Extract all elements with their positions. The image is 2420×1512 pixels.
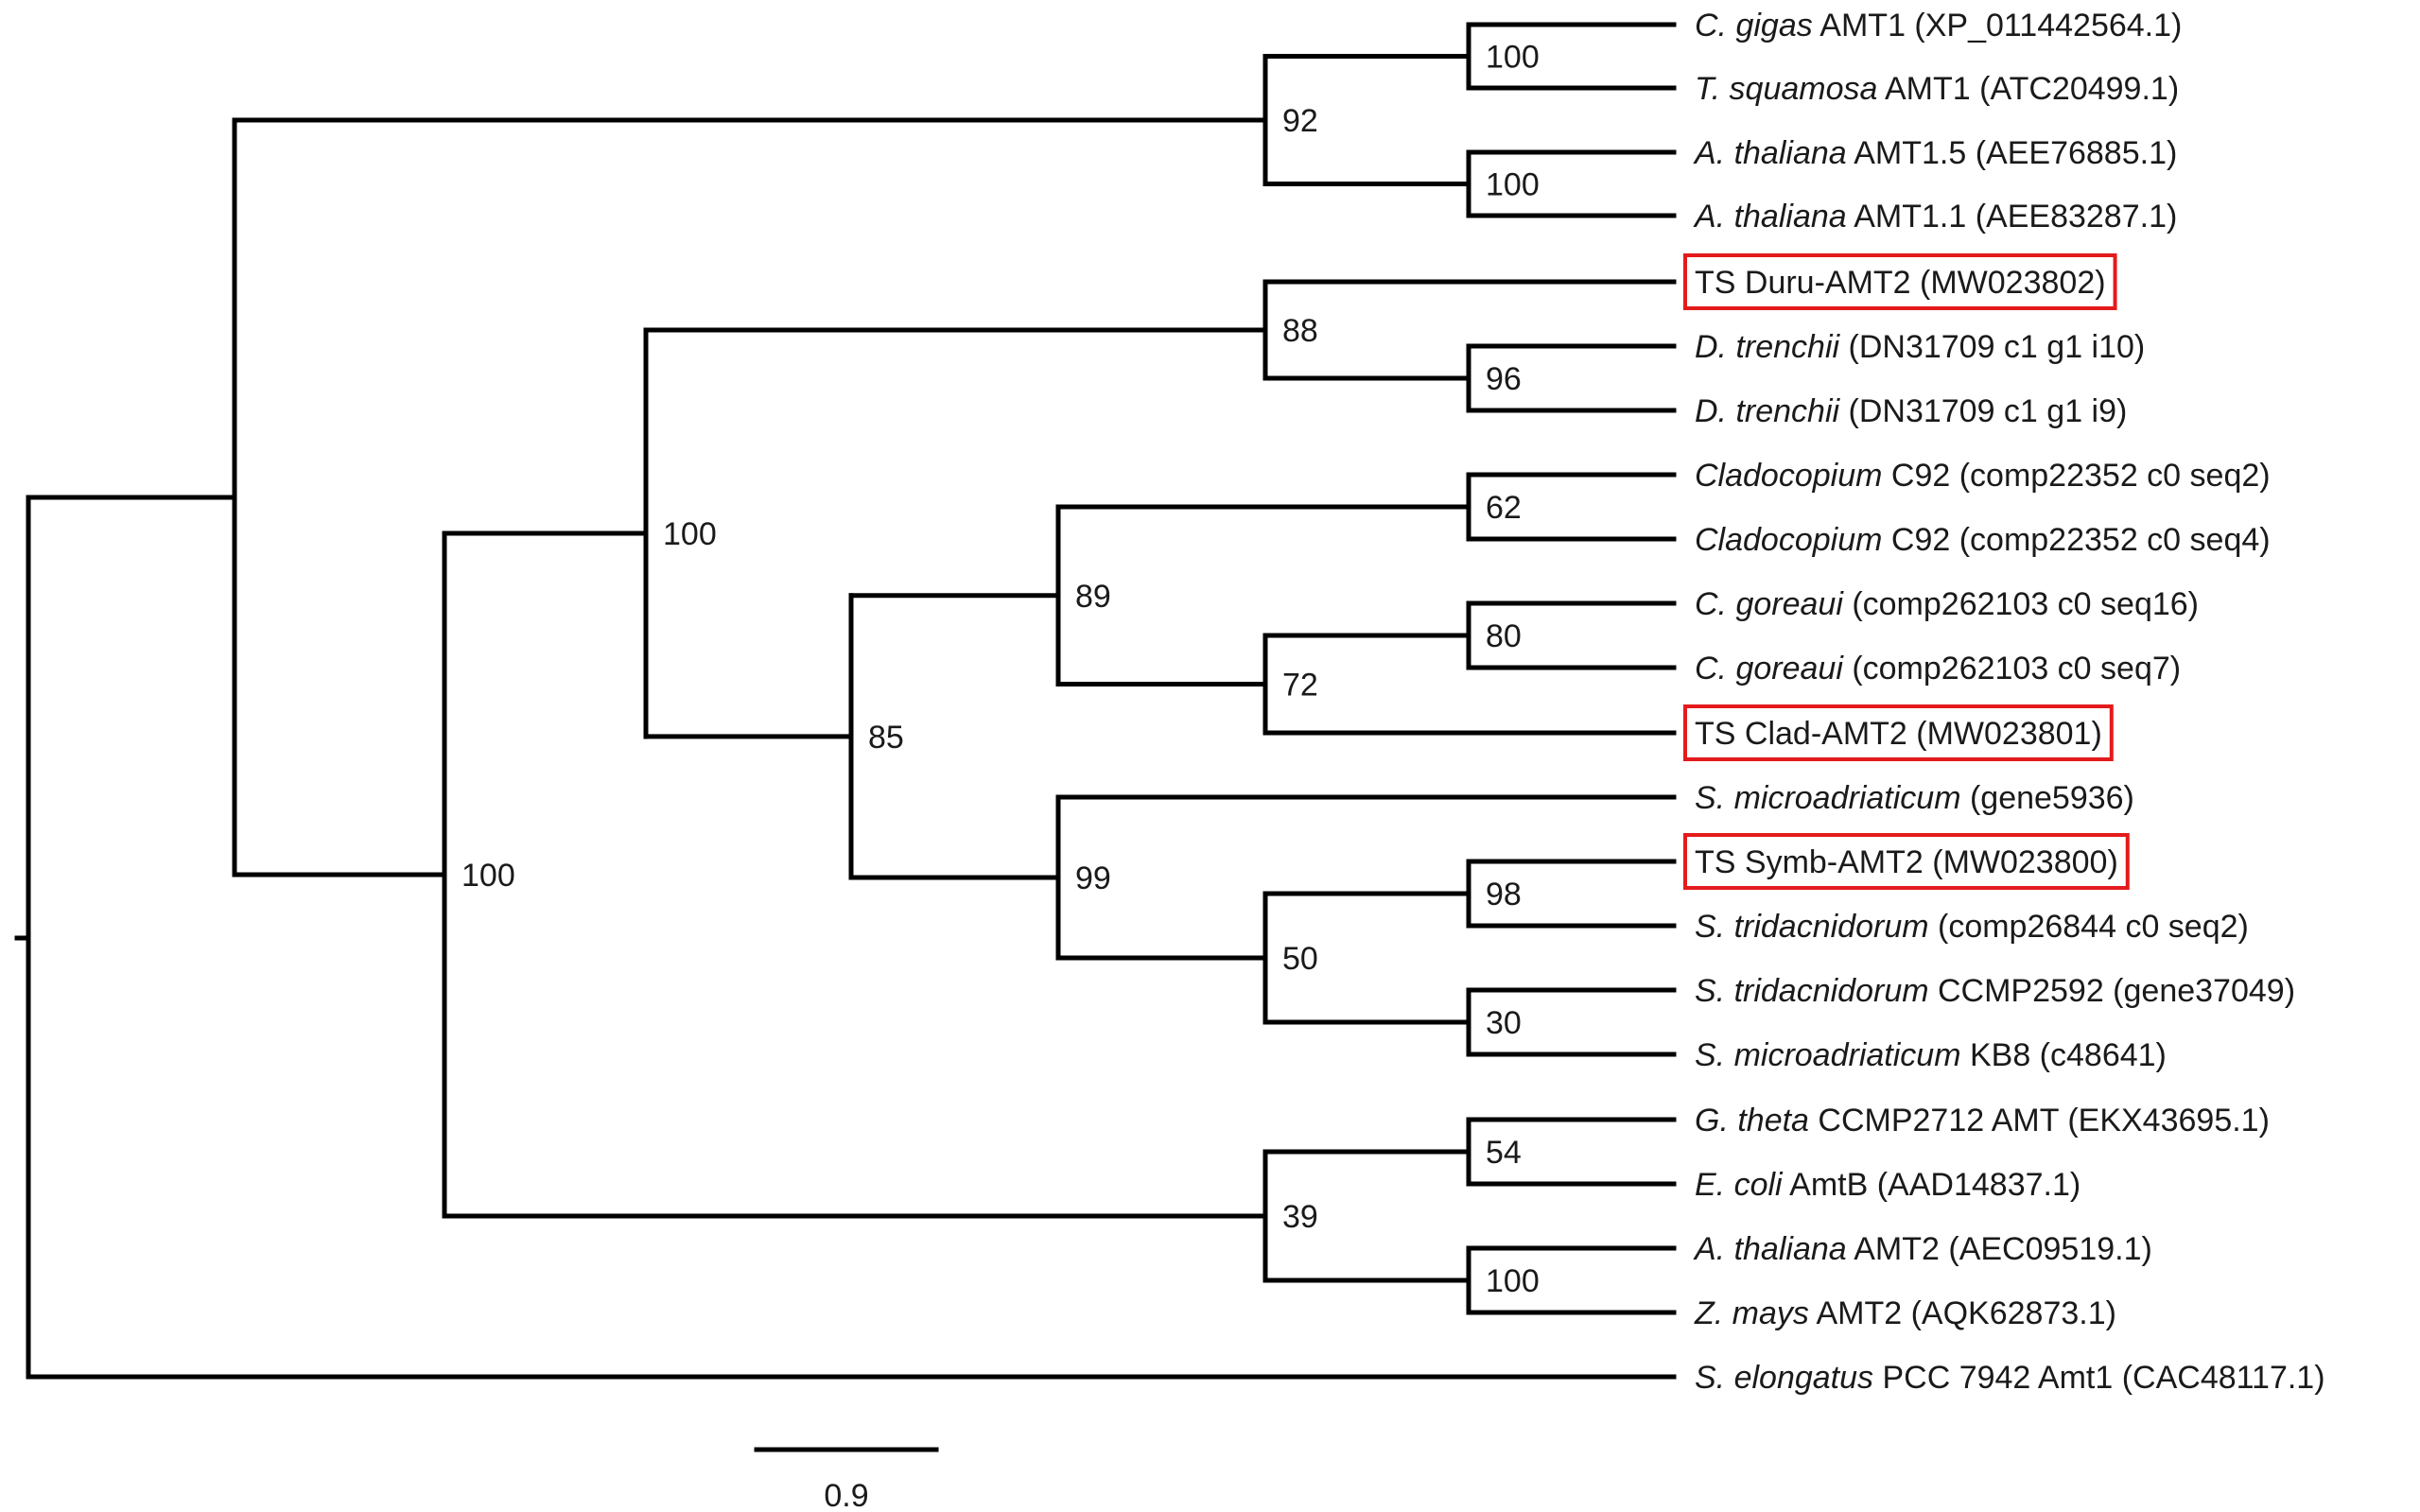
support-value: 72 bbox=[1282, 668, 1318, 704]
scale-bar-label: 0.9 bbox=[824, 1478, 868, 1512]
support-value: 88 bbox=[1282, 313, 1318, 349]
leaf-label: C. goreaui (comp262103 c0 seq16) bbox=[1695, 586, 2199, 622]
leaf-label: S. microadriaticum KB8 (c48641) bbox=[1695, 1037, 2167, 1073]
highlighted-leaf-label: TS Duru-AMT2 (MW023802) bbox=[1695, 265, 2106, 301]
support-value: 54 bbox=[1486, 1135, 1522, 1171]
leaf-label: S. tridacnidorum CCMP2592 (gene37049) bbox=[1695, 973, 2295, 1009]
leaf-label: Z. mays AMT2 (AQK62873.1) bbox=[1694, 1295, 2116, 1331]
support-value: 62 bbox=[1486, 490, 1522, 526]
support-value: 100 bbox=[461, 858, 515, 894]
highlight-box bbox=[1683, 833, 2130, 890]
support-value: 100 bbox=[663, 516, 717, 552]
leaf-label: S. tridacnidorum (comp26844 c0 seq2) bbox=[1695, 909, 2249, 945]
support-values: 100 100 92 96 88 62 80 72 89 98 30 50 99 85 100 54 100 39… bbox=[461, 40, 1540, 1300]
leaf-label: S. microadriaticum (gene5936) bbox=[1695, 780, 2134, 816]
support-value: 100 bbox=[1486, 167, 1540, 203]
leaf-label: C. gigas AMT1 (XP_011442564.1) bbox=[1695, 8, 2182, 43]
support-value: 80 bbox=[1486, 618, 1522, 654]
support-value: 85 bbox=[868, 720, 904, 756]
leaf-label: E. coli AmtB (AAD14837.1) bbox=[1695, 1167, 2081, 1203]
support-value: 96 bbox=[1486, 361, 1522, 397]
leaf-label: T. squamosa AMT1 (ATC20499.1) bbox=[1695, 71, 2179, 107]
leaf-label: A. thaliana AMT1.1 (AEE83287.1) bbox=[1693, 199, 2177, 235]
support-value: 39 bbox=[1282, 1199, 1318, 1235]
support-value: 99 bbox=[1075, 860, 1111, 896]
support-value: 30 bbox=[1486, 1005, 1522, 1041]
leaf-label: G. theta CCMP2712 AMT (EKX43695.1) bbox=[1695, 1103, 2270, 1138]
support-value: 98 bbox=[1486, 877, 1522, 912]
support-value: 92 bbox=[1282, 103, 1318, 139]
leaf-label: Cladocopium C92 (comp22352 c0 seq2) bbox=[1695, 458, 2271, 494]
support-value: 50 bbox=[1282, 941, 1318, 977]
support-value: 100 bbox=[1486, 40, 1540, 76]
highlight-box bbox=[1683, 253, 2117, 310]
leaf-labels: C. gigas AMT1 (XP_011442564.1) T. squamos… bbox=[1683, 8, 2325, 1396]
leaf-label: A. thaliana AMT2 (AEC09519.1) bbox=[1693, 1231, 2152, 1267]
leaf-label: D. trenchii (DN31709 c1 g1 i9) bbox=[1695, 393, 2127, 429]
support-value: 100 bbox=[1486, 1263, 1540, 1299]
leaf-label: C. goreaui (comp262103 c0 seq7) bbox=[1695, 651, 2181, 686]
highlighted-leaf-label: TS Symb-AMT2 (MW023800) bbox=[1695, 844, 2118, 880]
leaf-label: Cladocopium C92 (comp22352 c0 seq4) bbox=[1695, 522, 2271, 558]
leaf-label: D. trenchii (DN31709 c1 g1 i10) bbox=[1695, 329, 2145, 365]
support-value: 89 bbox=[1075, 579, 1111, 615]
leaf-label: A. thaliana AMT1.5 (AEE76885.1) bbox=[1693, 135, 2177, 171]
highlighted-leaf-label: TS Clad-AMT2 (MW023801) bbox=[1695, 716, 2102, 752]
scale-bar: 0.9 bbox=[754, 1447, 939, 1512]
tree-branches bbox=[14, 22, 1677, 1380]
highlight-box bbox=[1683, 704, 2114, 761]
leaf-label: S. elongatus PCC 7942 Amt1 (CAC48117.1) bbox=[1695, 1360, 2325, 1396]
